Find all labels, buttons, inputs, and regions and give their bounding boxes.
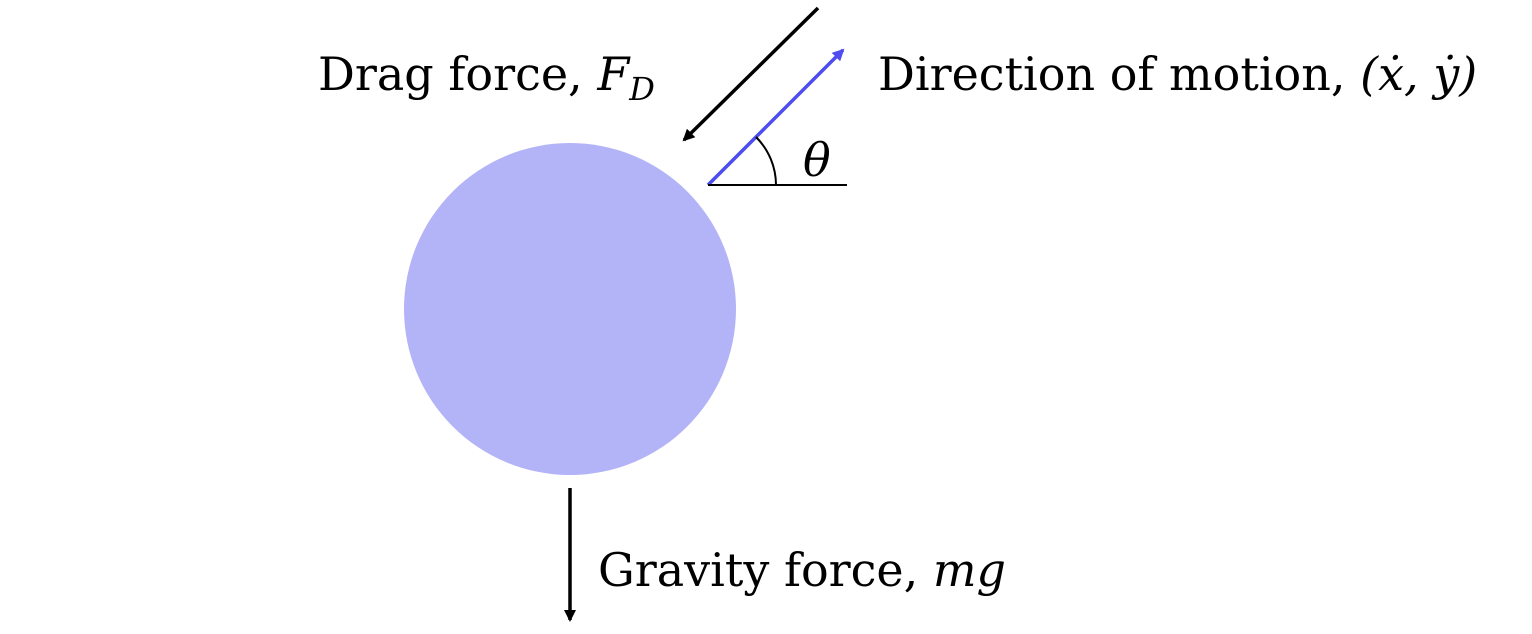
ball	[404, 143, 736, 475]
motion-direction-arrow	[706, 48, 845, 187]
angle-label: θ	[803, 133, 831, 187]
drag-force-arrow	[682, 6, 820, 142]
angle-arc	[755, 136, 777, 186]
motion-direction-label: Direction of motion, (ẋ, ẏ)	[878, 47, 1477, 101]
drag-force-label: Drag force, FD	[318, 47, 655, 108]
gravity-force-label: Gravity force, mg	[598, 543, 1006, 597]
